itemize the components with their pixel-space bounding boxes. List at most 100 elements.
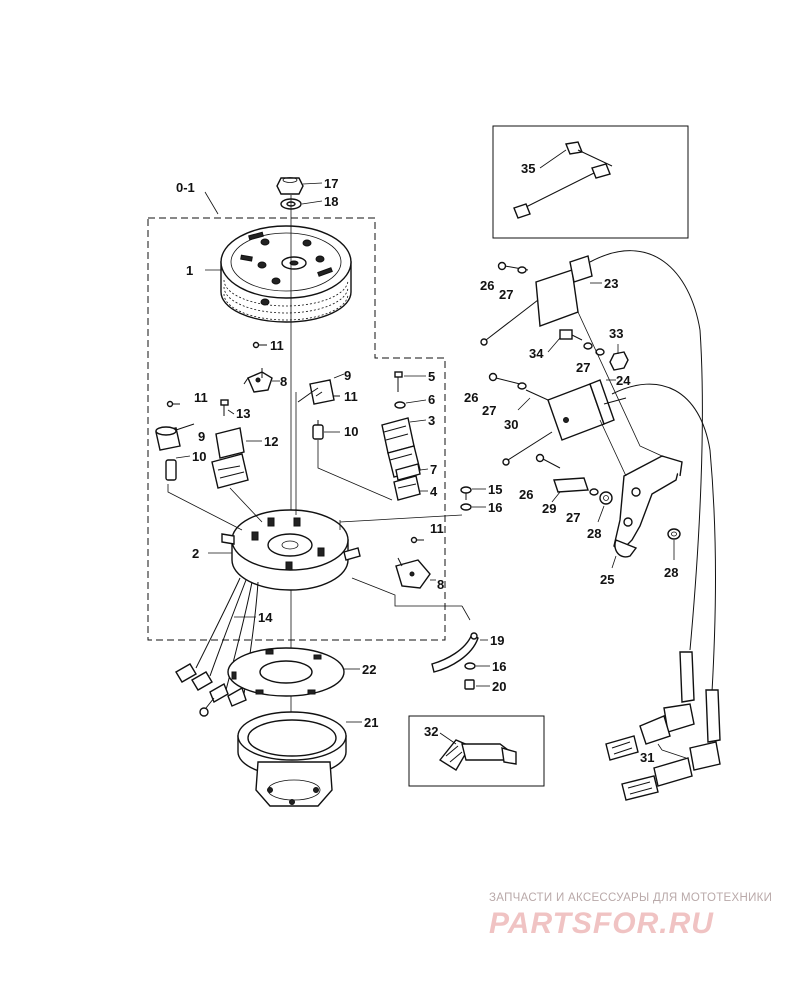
part-28-bushing-b[interactable] xyxy=(667,528,681,540)
part-31-spark-plug-lead-b[interactable] xyxy=(621,449,721,801)
callout-11-a: 11 xyxy=(270,338,284,353)
callout-29: 29 xyxy=(542,501,556,516)
part-13-screw[interactable] xyxy=(220,399,229,416)
part-11-screw-d[interactable] xyxy=(410,536,425,544)
part-23-throttle-cam[interactable] xyxy=(480,250,701,346)
part-26-screw-c[interactable] xyxy=(535,453,561,469)
callout-27-b: 27 xyxy=(576,360,590,375)
callout-8-b: 8 xyxy=(437,577,444,592)
callout-11-d: 11 xyxy=(430,521,444,536)
part-4-coil-shoe[interactable] xyxy=(393,475,421,501)
callout-8-a: 8 xyxy=(280,374,287,389)
part-16-washer-b[interactable] xyxy=(464,662,476,670)
part-27-washer-b[interactable] xyxy=(583,342,605,356)
part-32-spark-plug-cap[interactable] xyxy=(438,739,517,771)
callout-17: 17 xyxy=(324,176,338,191)
part-2-stator-plate[interactable] xyxy=(221,509,361,591)
part-30-link-rod[interactable] xyxy=(525,389,549,401)
callout-25: 25 xyxy=(600,572,614,587)
part-27-washer-a[interactable] xyxy=(517,266,527,274)
callout-1: 1 xyxy=(186,263,193,278)
part-27-washer-d[interactable] xyxy=(589,488,599,496)
part-21-bearing-housing[interactable] xyxy=(237,711,347,807)
callout-9-a: 9 xyxy=(344,368,351,383)
part-7-lamination[interactable] xyxy=(395,463,421,481)
callout-5: 5 xyxy=(428,369,435,384)
part-8-breaker-points-upper[interactable] xyxy=(243,368,273,393)
part-34-screw[interactable] xyxy=(559,329,583,341)
callout-2: 2 xyxy=(192,546,199,561)
callout-18: 18 xyxy=(324,194,338,209)
part-29-cam-follower[interactable] xyxy=(553,477,589,493)
part-9-coil-upper[interactable] xyxy=(297,379,335,405)
callout-16-a: 16 xyxy=(488,500,502,515)
part-16-washer-a[interactable] xyxy=(460,503,472,511)
callout-28-a: 28 xyxy=(587,526,601,541)
callout-11-c: 11 xyxy=(194,390,208,405)
part-5-screw[interactable] xyxy=(394,371,403,392)
callout-27-d: 27 xyxy=(566,510,580,525)
part-33-nut[interactable] xyxy=(609,351,629,371)
part-26-screw-b[interactable] xyxy=(488,372,521,385)
part-14-wire-harness[interactable] xyxy=(175,577,259,717)
callout-32: 32 xyxy=(424,724,438,739)
watermark-logo: PARTSFOR.RU xyxy=(489,907,714,940)
callout-12: 12 xyxy=(264,434,278,449)
part-24-throttle-body[interactable] xyxy=(502,379,711,466)
callout-13: 13 xyxy=(236,406,250,421)
part-22-retainer-plate[interactable] xyxy=(227,647,345,697)
assembly-group-outline xyxy=(147,217,446,641)
callout-14: 14 xyxy=(258,610,273,625)
part-35-linkage-rod[interactable] xyxy=(513,141,613,219)
callout-33: 33 xyxy=(609,326,623,341)
part-28-bushing-a[interactable] xyxy=(599,491,613,505)
inset-box-part-32 xyxy=(408,715,545,787)
part-1-flywheel[interactable] xyxy=(220,225,352,323)
callout-31: 31 xyxy=(640,750,654,765)
callout-6: 6 xyxy=(428,392,435,407)
part-20-screw[interactable] xyxy=(464,679,475,690)
group-label: 0-1 xyxy=(176,180,195,195)
callout-7: 7 xyxy=(430,462,437,477)
callout-19: 19 xyxy=(490,633,504,648)
watermark-tagline: ЗАПЧАСТИ И АКСЕССУАРЫ ДЛЯ МОТОТЕХНИКИ xyxy=(489,892,773,904)
callout-16-b: 16 xyxy=(492,659,506,674)
callout-22: 22 xyxy=(362,662,376,677)
callout-30: 30 xyxy=(504,417,518,432)
part-15-screw[interactable] xyxy=(460,486,472,500)
part-19-link-arm[interactable] xyxy=(431,632,479,673)
part-11-screw-c[interactable] xyxy=(166,400,181,408)
part-11-screw-a[interactable] xyxy=(252,341,268,349)
callout-34: 34 xyxy=(529,346,544,361)
callout-20: 20 xyxy=(492,679,506,694)
part-25-throttle-lever-bracket[interactable] xyxy=(613,455,683,558)
callout-10-b: 10 xyxy=(192,449,206,464)
callout-4: 4 xyxy=(430,484,438,499)
callout-3: 3 xyxy=(428,413,435,428)
part-10-condenser-upper[interactable] xyxy=(312,420,324,440)
callout-10-a: 10 xyxy=(344,424,358,439)
callout-27-a: 27 xyxy=(499,287,513,302)
callout-27-c: 27 xyxy=(482,403,496,418)
callout-26-c: 26 xyxy=(519,487,533,502)
part-12-charge-coil[interactable] xyxy=(211,427,249,489)
callout-9-b: 9 xyxy=(198,429,205,444)
part-8-breaker-points-lower[interactable] xyxy=(395,557,431,589)
callout-26-b: 26 xyxy=(464,390,478,405)
part-10-condenser-left[interactable] xyxy=(165,459,177,481)
callout-24: 24 xyxy=(616,373,631,388)
part-31-spark-plug-lead-a[interactable] xyxy=(605,329,703,761)
callout-11-b: 11 xyxy=(344,389,358,404)
callout-23: 23 xyxy=(604,276,618,291)
part-17-nut[interactable] xyxy=(276,177,304,195)
part-6-washer[interactable] xyxy=(394,401,406,409)
callout-28-b: 28 xyxy=(664,565,678,580)
part-9-coil-left[interactable] xyxy=(155,423,195,451)
inset-box-part-35 xyxy=(492,125,689,239)
callout-35: 35 xyxy=(521,161,535,176)
callout-15: 15 xyxy=(488,482,502,497)
part-27-washer-c[interactable] xyxy=(517,382,527,390)
callout-26-a: 26 xyxy=(480,278,494,293)
callout-21: 21 xyxy=(364,715,378,730)
